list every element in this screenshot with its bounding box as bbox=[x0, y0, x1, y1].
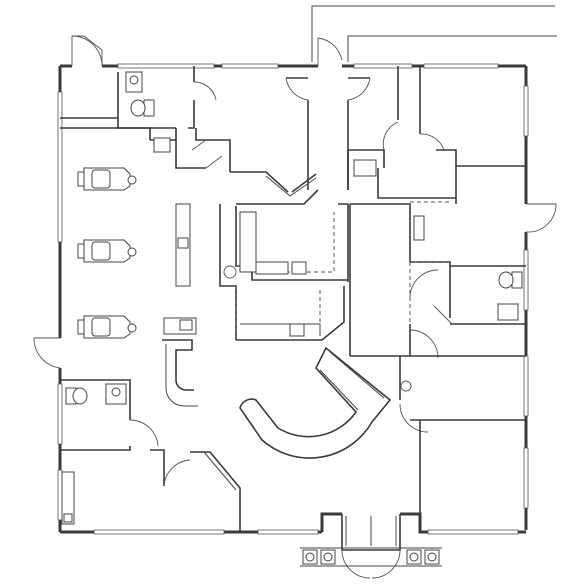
central-workroom bbox=[219, 189, 349, 341]
dental-chair bbox=[77, 167, 137, 191]
reception-counter bbox=[162, 339, 392, 459]
bollard bbox=[424, 549, 440, 565]
toilet bbox=[498, 271, 523, 289]
top-left-rooms bbox=[60, 66, 231, 172]
site-lines bbox=[311, 5, 557, 62]
bollards bbox=[302, 549, 440, 565]
top-corridor bbox=[230, 77, 371, 197]
toilet-room-1 bbox=[125, 71, 155, 117]
toilet bbox=[65, 387, 88, 405]
bollard bbox=[406, 549, 422, 565]
entry-vestibule bbox=[300, 514, 442, 579]
bollard bbox=[302, 549, 318, 565]
bottom-left-rooms bbox=[60, 379, 241, 532]
dental-chair bbox=[77, 315, 137, 339]
bollard bbox=[320, 549, 336, 565]
toilet bbox=[130, 99, 155, 117]
operatory bbox=[77, 137, 197, 339]
exterior-walls bbox=[58, 64, 528, 534]
dental-chair bbox=[77, 239, 137, 263]
right-rooms bbox=[347, 66, 526, 433]
exterior-doors bbox=[33, 35, 557, 369]
windows bbox=[57, 63, 529, 535]
